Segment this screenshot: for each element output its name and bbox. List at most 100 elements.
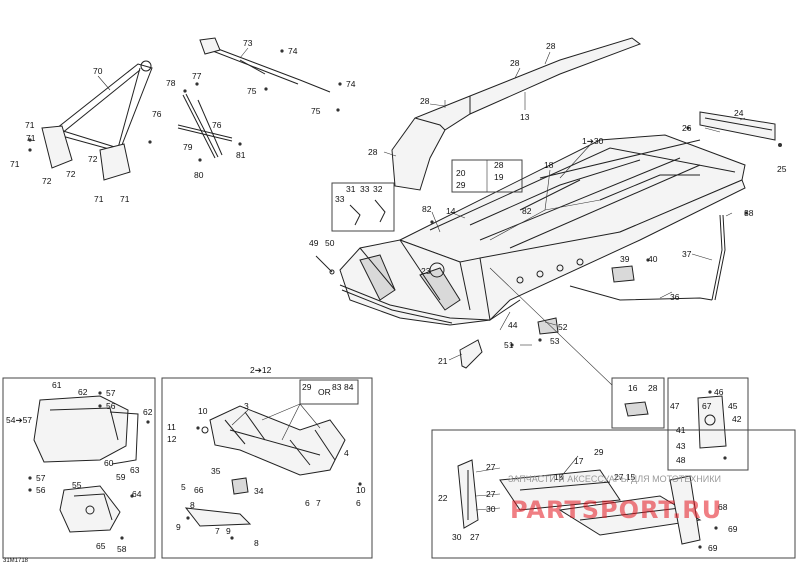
linkage-rods (199, 37, 331, 93)
callout-64: 64 (132, 489, 142, 499)
callout-14: 14 (446, 206, 456, 216)
callout-9: 9 (226, 526, 231, 536)
callout-32: 32 (373, 184, 383, 194)
callout-48: 48 (676, 455, 686, 465)
callout-labels: 70 71 71 71 71 71 72 72 72 73 74 74 75 7… (3, 38, 787, 564)
callout-40: 40 (648, 254, 658, 264)
callout-23: 23 (421, 266, 431, 276)
main-chassis-frame (339, 134, 746, 326)
callout-71: 71 (25, 120, 35, 130)
callout-12: 12 (167, 434, 177, 444)
callout-28: 28 (546, 41, 556, 51)
box-rear-assembly (431, 429, 796, 559)
callout-84: 84 (344, 382, 354, 392)
callout-30: 30 (452, 532, 462, 542)
callout-35: 35 (211, 466, 221, 476)
callout-56: 56 (106, 401, 116, 411)
callout-2-12: 2➔12 (250, 365, 272, 375)
rear-support-assembly (457, 459, 702, 545)
callout-7: 7 (316, 498, 321, 508)
callout-50: 50 (325, 238, 335, 248)
callout-34: 34 (254, 486, 264, 496)
skid-rail (184, 477, 252, 527)
watermark: ЗАПЧАСТИ И АКСЕССУАРЫ ДЛЯ МОТОТЕХНИКИ PA… (508, 474, 722, 524)
callout-44: 44 (508, 320, 518, 330)
callout-27: 27 (486, 489, 496, 499)
callout-58: 58 (117, 544, 127, 554)
leader-lines (97, 47, 746, 511)
callout-33: 33 (335, 194, 345, 204)
watermark-tagline: ЗАПЧАСТИ И АКСЕССУАРЫ ДЛЯ МОТОТЕХНИКИ (508, 474, 721, 484)
callout-25: 25 (777, 164, 787, 174)
box-2-12 (161, 377, 373, 559)
callout-82: 82 (522, 206, 532, 216)
callout-26: 26 (682, 123, 692, 133)
callout-72: 72 (42, 176, 52, 186)
callout-27-15: 27 15 (614, 472, 636, 482)
callout-57: 57 (106, 388, 116, 398)
bracket-52 (537, 317, 559, 335)
clip-16 (624, 401, 649, 417)
callout-61: 61 (52, 380, 62, 390)
plate-41-48 (697, 395, 727, 449)
callout-81: 81 (236, 150, 246, 160)
callout-27: 27 (486, 462, 496, 472)
callout-69: 69 (728, 524, 738, 534)
callout-52: 52 (558, 322, 568, 332)
callout-77: 77 (192, 71, 202, 81)
callout-71: 71 (26, 133, 36, 143)
struts (177, 93, 233, 159)
callout-75: 75 (247, 86, 257, 96)
callout-29: 29 (594, 447, 604, 457)
callout-75: 75 (311, 106, 321, 116)
callout-28: 28 (420, 96, 430, 106)
callout-57: 57 (36, 473, 46, 483)
box-41-48 (667, 377, 749, 471)
callout-56: 56 (36, 485, 46, 495)
callout-41: 41 (676, 425, 686, 435)
callout-51: 51 (504, 340, 514, 350)
callout-6: 6 (305, 498, 310, 508)
callout-72: 72 (66, 169, 76, 179)
support-21 (459, 339, 483, 369)
callout-19: 19 (494, 172, 504, 182)
callout-30: 30 (486, 504, 496, 514)
callout-5: 5 (181, 482, 186, 492)
callout-33: 33 (360, 184, 370, 194)
callout-69: 69 (708, 543, 718, 553)
callout-10: 10 (356, 485, 366, 495)
hardware-bolts (28, 49, 748, 549)
callout-22: 22 (438, 493, 448, 503)
callout-10: 10 (198, 406, 208, 416)
callout-78: 78 (166, 78, 176, 88)
rod-49 (315, 255, 333, 273)
callout-60: 60 (104, 458, 114, 468)
callout-79: 79 (183, 142, 193, 152)
callout-13: 13 (520, 112, 530, 122)
callout-53: 53 (550, 336, 560, 346)
callout-82: 82 (422, 204, 432, 214)
callout-37: 37 (682, 249, 692, 259)
callout-70: 70 (93, 66, 103, 76)
callout-or: OR (318, 387, 331, 397)
callout-62: 62 (143, 407, 153, 417)
callout-55: 55 (72, 480, 82, 490)
bracket-box-31-33 (331, 182, 395, 232)
callout-76: 76 (212, 120, 222, 130)
callout-49: 49 (309, 238, 319, 248)
watermark-brand: PARTSPORT.RU (510, 496, 722, 524)
callout-20: 20 (456, 168, 466, 178)
ski-frame-assembly (201, 405, 346, 476)
callout-8: 8 (190, 500, 195, 510)
callout-47: 47 (670, 401, 680, 411)
callout-63: 63 (130, 465, 140, 475)
bracket-32 (374, 199, 386, 223)
callout-36: 36 (670, 292, 680, 302)
upper-column-support (41, 60, 153, 181)
callout-11: 11 (167, 422, 176, 432)
callout-24: 24 (734, 108, 744, 118)
callout-3: 3 (244, 401, 249, 411)
callout-54-57: 54➔57 (6, 415, 32, 425)
callout-1-30: 1➔30 (582, 136, 604, 146)
